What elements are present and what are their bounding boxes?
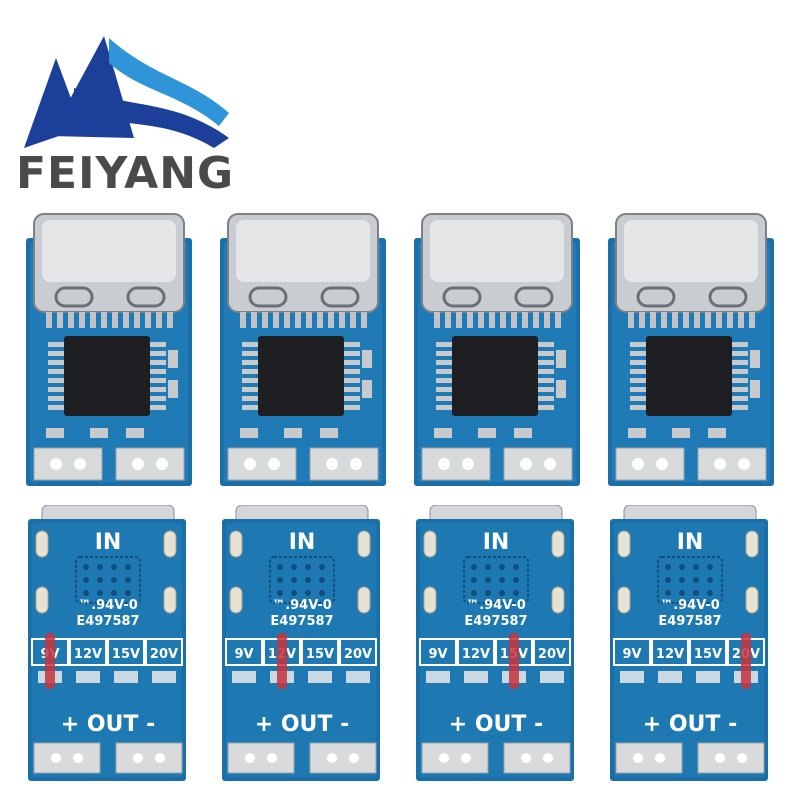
- solder-pad-icon: [115, 447, 185, 481]
- certification-number: E497587: [658, 614, 721, 629]
- voltage-option-label: 9V: [622, 647, 641, 662]
- voltage-option-label: 15V: [694, 647, 722, 662]
- voltage-option-label: 15V: [112, 647, 140, 662]
- output-label: + OUT -: [61, 712, 155, 737]
- pd-trigger-board-top: [220, 213, 386, 486]
- output-label: + OUT -: [255, 712, 349, 737]
- certification-text: ™.94V-0: [78, 598, 138, 613]
- pd-trigger-board-top: [608, 213, 774, 486]
- usb-c-connector-icon: [615, 213, 767, 313]
- controller-chip-icon: [242, 336, 360, 416]
- solder-pad-icon: [227, 447, 297, 481]
- voltage-option-label: 12V: [656, 647, 684, 662]
- solder-pad-icon: [33, 742, 101, 774]
- jumper-solder-mark: [741, 633, 751, 689]
- controller-chip-icon: [630, 336, 748, 416]
- voltage-option-label: 15V: [306, 647, 334, 662]
- controller-chip-icon: [436, 336, 554, 416]
- ic-footprint-icon: [657, 556, 723, 604]
- input-label: IN: [483, 530, 510, 555]
- solder-pad-icon: [503, 742, 571, 774]
- voltage-option-label: 9V: [428, 647, 447, 662]
- solder-pad-icon: [615, 447, 685, 481]
- solder-pad-icon: [421, 742, 489, 774]
- certification-number: E497587: [76, 614, 139, 629]
- voltage-option-label: 20V: [538, 647, 566, 662]
- controller-chip-icon: [48, 336, 166, 416]
- certification-text: ™.94V-0: [466, 598, 526, 613]
- output-label: + OUT -: [643, 712, 737, 737]
- certification-text: ™.94V-0: [272, 598, 332, 613]
- ic-footprint-icon: [75, 556, 141, 604]
- input-label: IN: [289, 530, 316, 555]
- pd-trigger-board-top: [414, 213, 580, 486]
- jumper-solder-mark: [45, 633, 55, 689]
- usb-c-connector-icon: [227, 213, 379, 313]
- solder-pad-icon: [615, 742, 683, 774]
- jumper-solder-mark: [277, 633, 287, 689]
- ic-footprint-icon: [269, 556, 335, 604]
- voltage-option-label: 20V: [150, 647, 178, 662]
- voltage-option-label: 12V: [462, 647, 490, 662]
- usb-c-connector-icon: [421, 213, 573, 313]
- solder-pad-icon: [227, 742, 295, 774]
- input-label: IN: [95, 530, 122, 555]
- jumper-solder-mark: [509, 633, 519, 689]
- certification-text: ™.94V-0: [660, 598, 720, 613]
- certification-number: E497587: [270, 614, 333, 629]
- voltage-option-label: 12V: [74, 647, 102, 662]
- input-label: IN: [677, 530, 704, 555]
- output-label: + OUT -: [449, 712, 543, 737]
- ic-footprint-icon: [463, 556, 529, 604]
- certification-number: E497587: [464, 614, 527, 629]
- solder-pad-icon: [309, 447, 379, 481]
- solder-pad-icon: [503, 447, 573, 481]
- solder-pad-icon: [421, 447, 491, 481]
- voltage-option-label: 9V: [234, 647, 253, 662]
- pd-trigger-board-top: [26, 213, 192, 486]
- brand-name: FEIYANG: [16, 148, 235, 199]
- usb-c-connector-icon: [33, 213, 185, 313]
- solder-pad-icon: [33, 447, 103, 481]
- voltage-option-label: 20V: [344, 647, 372, 662]
- solder-pad-icon: [115, 742, 183, 774]
- solder-pad-icon: [309, 742, 377, 774]
- feiyang-logo-icon: [24, 36, 229, 148]
- solder-pad-icon: [697, 742, 765, 774]
- solder-pad-icon: [697, 447, 767, 481]
